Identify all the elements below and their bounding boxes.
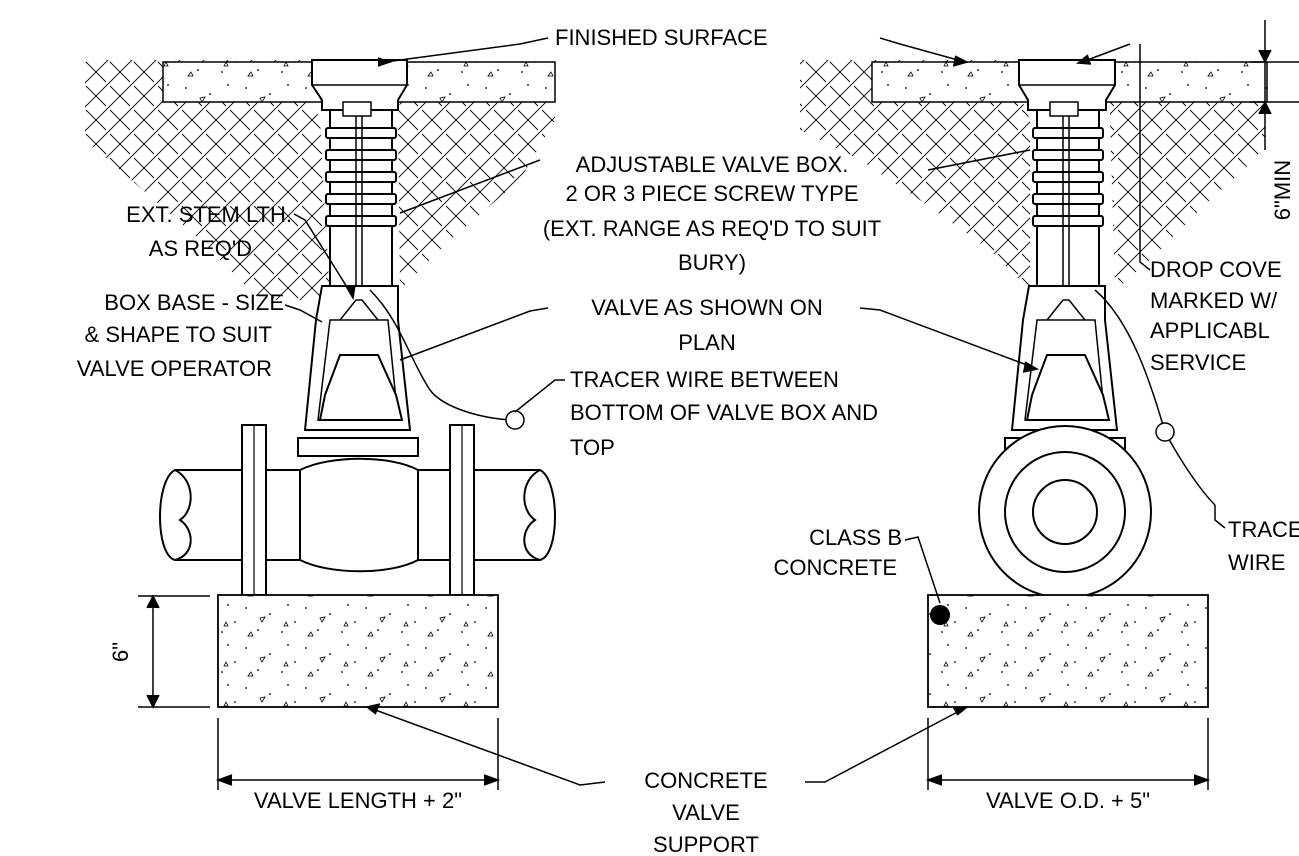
label-ext-stem-1: EXT. STEM LTH. bbox=[126, 202, 292, 227]
label-drop-cover-4: SERVICE bbox=[1150, 350, 1246, 375]
label-tracer-between-3: TOP bbox=[570, 435, 615, 460]
label-adjustable-box-2: 2 OR 3 PIECE SCREW TYPE bbox=[565, 181, 858, 206]
label-adjustable-box-4: BURY) bbox=[678, 250, 746, 275]
label-drop-cover-3: APPLICABL bbox=[1150, 318, 1270, 343]
label-finished-surface: FINISHED SURFACE bbox=[555, 25, 768, 50]
label-valve-length: VALVE LENGTH + 2" bbox=[254, 788, 462, 813]
label-box-base-3: VALVE OPERATOR bbox=[77, 356, 272, 381]
label-adjustable-box-1: ADJUSTABLE VALVE BOX. bbox=[576, 152, 849, 177]
label-valve-shown-1: VALVE AS SHOWN ON bbox=[591, 295, 822, 320]
dimension-valve-length bbox=[215, 718, 501, 790]
annotation-text: FINISHED SURFACE ADJUSTABLE VALVE BOX. 2… bbox=[77, 25, 1299, 856]
dimension-6in bbox=[138, 594, 210, 709]
label-drop-cover-1: DROP COVE bbox=[1150, 257, 1282, 282]
pipe-end-view bbox=[978, 425, 1152, 599]
label-tracer-wire-right-1: TRACER bbox=[1228, 517, 1299, 542]
label-6in: 6" bbox=[108, 642, 133, 662]
label-ext-stem-2: AS REQ'D bbox=[149, 236, 252, 261]
label-concrete-support-3: SUPPORT bbox=[653, 832, 759, 856]
tracer-wire-left bbox=[369, 289, 516, 421]
soil-hatch-left bbox=[85, 60, 330, 300]
soil-hatch-left-right bbox=[398, 100, 555, 290]
label-6min: 6"MIN bbox=[1270, 160, 1295, 220]
left-section-view bbox=[85, 59, 556, 790]
label-box-base-2: & SHAPE TO SUIT bbox=[85, 322, 272, 347]
label-valve-shown-2: PLAN bbox=[678, 330, 735, 355]
leader-lines bbox=[284, 37, 1226, 786]
soil-hatch-right bbox=[800, 60, 1030, 290]
label-class-b-2: CONCRETE bbox=[774, 555, 897, 580]
label-tracer-wire-right-2: WIRE bbox=[1228, 550, 1285, 575]
label-concrete-support-2: VALVE bbox=[672, 800, 740, 825]
label-valve-od: VALVE O.D. + 5" bbox=[986, 788, 1150, 813]
valve-flange-left bbox=[297, 437, 419, 457]
label-class-b-1: CLASS B bbox=[809, 525, 902, 550]
label-tracer-between-2: BOTTOM OF VALVE BOX AND bbox=[570, 400, 878, 425]
label-concrete-support-1: CONCRETE bbox=[644, 768, 767, 793]
pipe-left bbox=[159, 457, 556, 573]
label-drop-cover-2: MARKED W/ bbox=[1150, 288, 1278, 313]
class-b-marker bbox=[930, 605, 950, 625]
right-section-view bbox=[800, 20, 1299, 790]
label-adjustable-box-3: (EXT. RANGE AS REQ'D TO SUIT bbox=[543, 216, 881, 241]
dimension-6min bbox=[1250, 20, 1299, 150]
label-tracer-between-1: TRACER WIRE BETWEEN bbox=[570, 367, 839, 392]
dimension-valve-od bbox=[925, 718, 1211, 790]
label-box-base-1: BOX BASE - SIZE bbox=[104, 290, 284, 315]
